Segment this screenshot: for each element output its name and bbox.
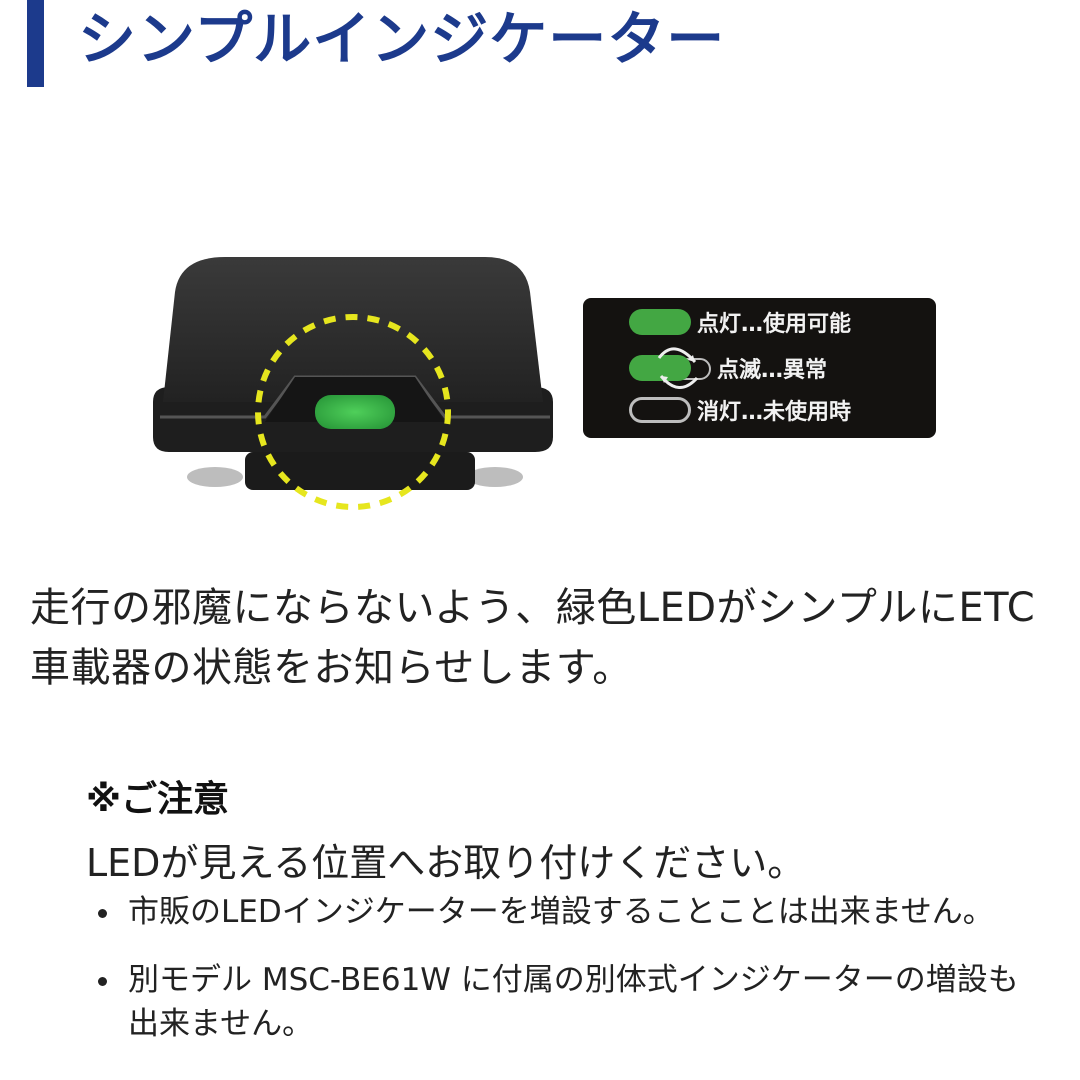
led-blink-icon	[629, 347, 729, 389]
notice-item: 市販のLEDインジケーターを増設することことは出来ません。	[86, 890, 1046, 934]
legend-item-on: 点灯…使用可能	[629, 306, 851, 338]
title-accent-bar	[27, 0, 44, 87]
notice-item: 別モデル MSC-BE61W に付属の別体式インジケーターの増設も出来ません。	[86, 958, 1046, 1046]
legend-label: 点灯…使用可能	[697, 312, 852, 337]
page-title: シンプルインジケーター	[78, 5, 726, 73]
indicator-device-image	[145, 252, 560, 512]
legend-item-blink: 点滅…異常	[629, 347, 828, 389]
legend-label: 点滅…異常	[717, 358, 828, 383]
notice-list: 市販のLEDインジケーターを増設することことは出来ません。 別モデル MSC-B…	[86, 890, 1046, 1046]
bullet-icon	[98, 909, 107, 918]
bullet-icon	[98, 977, 107, 986]
legend-label: 消灯…未使用時	[697, 400, 852, 425]
led-legend-panel: 点灯…使用可能 点滅…異常 消灯…未使用時	[583, 298, 936, 438]
notice-main-text: LEDが見える位置へお取り付けください。	[86, 841, 806, 885]
description-text: 走行の邪魔にならないよう、緑色LEDがシンプルにETC車載器の状態をお知らせしま…	[30, 585, 1036, 691]
notice-heading: ※ご注意	[86, 779, 229, 820]
led-off-icon	[629, 397, 691, 423]
legend-item-off: 消灯…未使用時	[629, 394, 851, 426]
led-on-icon	[629, 309, 691, 335]
